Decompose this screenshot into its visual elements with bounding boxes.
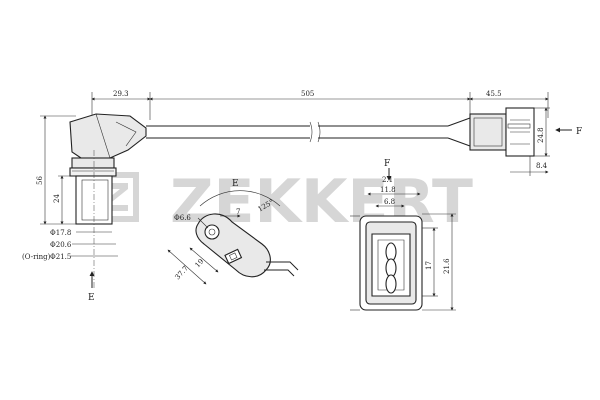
view-e-bracket: E 125° Φ6.6 7 37.7 19 (167, 179, 299, 285)
dim-oring-label: (O-ring) (22, 253, 51, 261)
dim-dia-oring: Φ21.5 (50, 253, 71, 261)
view-f-dims: 17 21.6 (422, 213, 456, 311)
connector-pin-3 (385, 274, 397, 294)
view-f-connector-face: F 2.1 11.8 6.8 (350, 159, 423, 311)
dim-face-h2: 21.6 (443, 258, 451, 274)
dim-pin-width: 6.8 (384, 198, 395, 206)
dim-bracket-h: 19 (194, 257, 206, 269)
dim-face-width: 11.8 (380, 186, 396, 194)
dim-hole-offset: 7 (236, 208, 240, 216)
bracket-mount-hole (204, 224, 220, 240)
dim-face-h1: 17 (425, 261, 433, 270)
dim-connector-height: 24.8 (537, 127, 545, 143)
sensor-head-body (69, 113, 147, 161)
dim-left-offset: 29.3 (113, 90, 129, 98)
dim-sensor-height: 56 (36, 176, 44, 185)
dim-dia-body: Φ17.8 (50, 229, 71, 237)
connector-side-view (469, 107, 535, 157)
connector-body (469, 113, 507, 151)
dim-pin-pitch: 2.1 (382, 176, 393, 184)
view-e-bottom: E (88, 271, 95, 303)
dim-connector-tail: 8.4 (536, 162, 548, 170)
sensor-height-dims: 56 24 (36, 115, 76, 225)
view-f-side-label: F (576, 127, 582, 137)
view-f-top-label: F (384, 159, 390, 169)
sensor-diameter-dims: Φ17.8 Φ20.6 (O-ring) Φ21.5 (22, 229, 118, 261)
connector-pin-2 (385, 258, 397, 278)
dim-cable-length: 505 (301, 90, 314, 98)
dim-body-height: 24 (53, 194, 61, 203)
dim-bracket-diag: 37.7 (174, 264, 190, 281)
connector-dims: 24.8 8.4 F (510, 107, 582, 176)
view-e-top-label: E (232, 179, 239, 189)
top-dimension-lines: 29.3 505 45.5 (91, 90, 549, 120)
sensor-head-side-view (69, 113, 147, 290)
dim-dia-flange: Φ20.6 (50, 241, 72, 249)
connector-pin-1 (385, 242, 397, 262)
dim-connector-length: 45.5 (486, 90, 502, 98)
view-e-bottom-label: E (88, 293, 95, 303)
cable (146, 117, 471, 147)
dim-hole-dia: Φ6.6 (174, 214, 191, 222)
